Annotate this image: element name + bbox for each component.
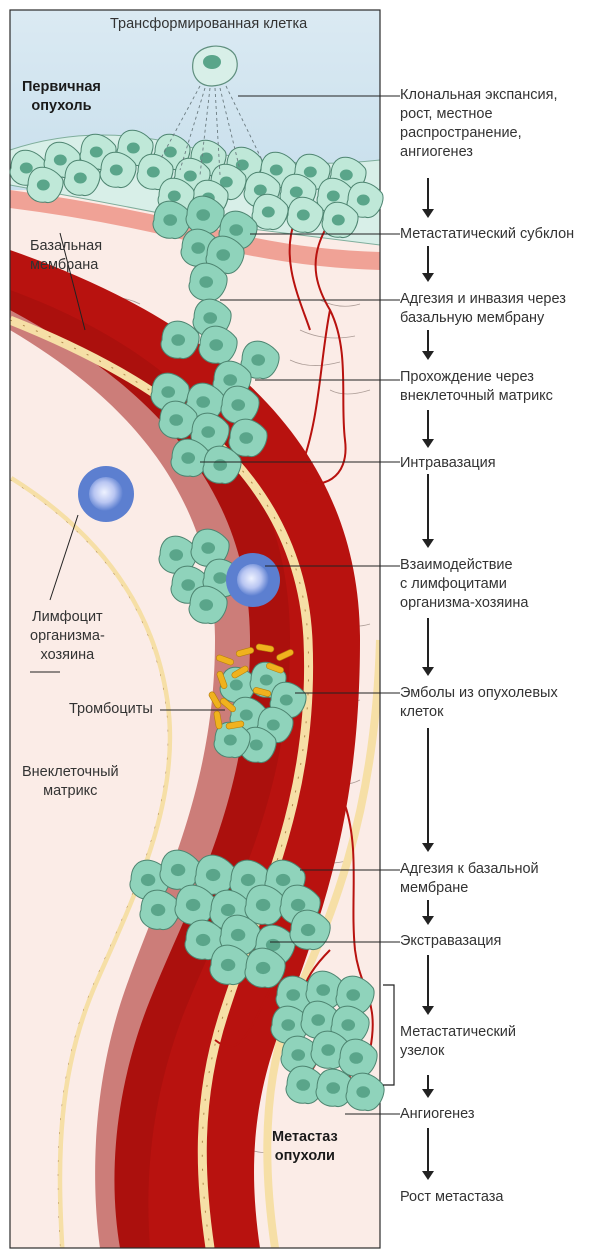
title-transformed-cell: Трансформированная клетка: [110, 15, 307, 34]
arrow-head: [422, 539, 434, 548]
step-clonal-expansion: Клональная экспансия, рост, местное расп…: [400, 86, 557, 162]
step-extravasation: Экстравазация: [400, 932, 501, 951]
step-intravasation: Интравазация: [400, 454, 496, 473]
step-metastasis-growth: Рост метастаза: [400, 1188, 503, 1207]
arrow-head: [422, 439, 434, 448]
arrow-head: [422, 916, 434, 925]
label-lymphocyte: Лимфоцит организма- хозяина: [30, 608, 105, 665]
nodule-bracket: [383, 985, 394, 1085]
step-metastatic-nodule: Метастатический узелок: [400, 1023, 516, 1061]
arrow-head: [422, 843, 434, 852]
step-metastatic-subclone: Метастатический субклон: [400, 225, 574, 244]
label-basement-membrane: Базальная мембрана: [30, 237, 102, 275]
lymphocyte-bound: [226, 553, 280, 607]
step-membrane-adhesion: Адгезия к базальной мембране: [400, 860, 539, 898]
step-adhesion-invasion: Адгезия и инвазия через базальную мембра…: [400, 290, 566, 328]
label-metastasis: Метастаз опухоли: [272, 1128, 338, 1166]
arrow-head: [422, 351, 434, 360]
step-ecm-passage: Прохождение через внеклеточный матрикс: [400, 368, 553, 406]
label-platelets: Тромбоциты: [69, 700, 153, 719]
arrow-head: [422, 667, 434, 676]
step-tumor-emboli: Эмболы из опухолевых клеток: [400, 684, 558, 722]
label-ecm: Внеклеточный матрикс: [22, 763, 119, 801]
arrow-head: [422, 1171, 434, 1180]
lymphocyte-free: [78, 466, 134, 522]
arrow-head: [422, 1006, 434, 1015]
step-angiogenesis: Ангиогенез: [400, 1105, 475, 1124]
arrow-head: [422, 209, 434, 218]
arrow-head: [422, 1089, 434, 1098]
arrow-head: [422, 273, 434, 282]
label-primary-tumor: Первичная опухоль: [22, 78, 101, 116]
step-lymphocyte-interaction: Взаимодействие с лимфоцитами организма-х…: [400, 556, 528, 613]
